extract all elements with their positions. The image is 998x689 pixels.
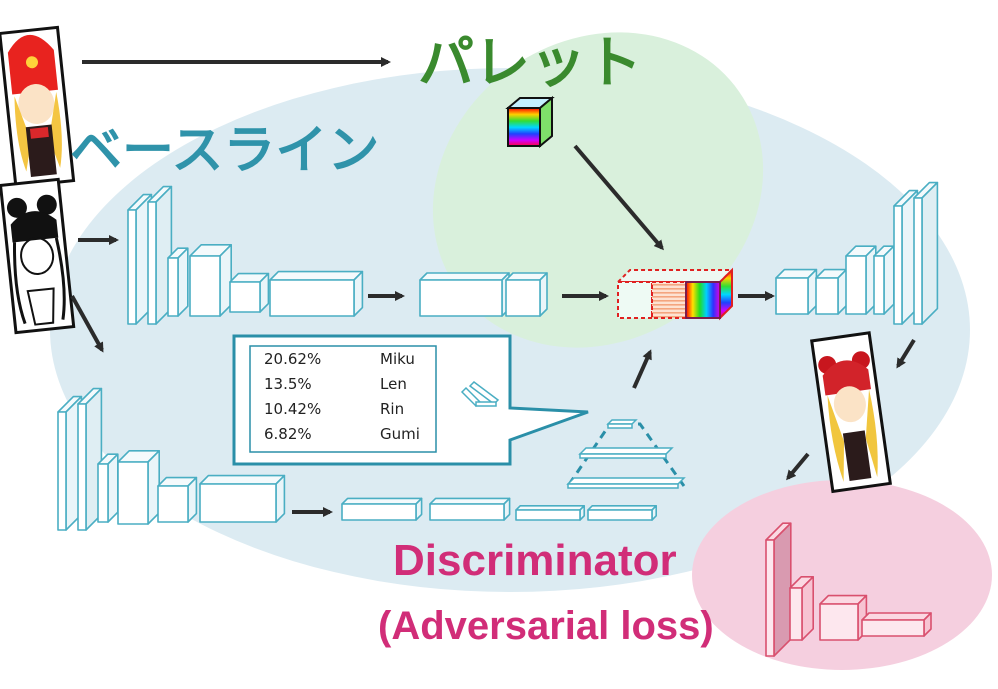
network-layer bbox=[775, 268, 818, 315]
colorized-output-image bbox=[810, 331, 892, 494]
classifier-layers bbox=[57, 387, 658, 531]
discriminator-layers bbox=[765, 522, 932, 657]
decoder-to-output-arrow bbox=[896, 338, 916, 369]
classification-callout bbox=[232, 334, 589, 466]
network-layer bbox=[419, 272, 510, 317]
encoder-layers bbox=[127, 185, 548, 325]
network-layer bbox=[861, 612, 932, 637]
output-to-discriminator-arrow bbox=[786, 452, 810, 481]
network-layer bbox=[819, 594, 868, 641]
adversarial-loss-label: (Adversarial loss) bbox=[378, 604, 714, 648]
discriminator-title: Discriminator bbox=[393, 536, 677, 585]
class-name: Miku bbox=[380, 350, 415, 368]
network-layer bbox=[341, 497, 423, 521]
network-layer bbox=[97, 453, 119, 523]
network-layer bbox=[229, 272, 270, 313]
network-layer bbox=[815, 268, 848, 315]
class-percent: 6.82% bbox=[264, 425, 312, 443]
network-layer bbox=[587, 504, 658, 521]
classifier-to-fusion-arrow bbox=[632, 349, 652, 389]
class-percent: 13.5% bbox=[264, 375, 312, 393]
baseline-title: ベースライン bbox=[70, 122, 380, 180]
network-layer bbox=[167, 247, 189, 317]
network-layer bbox=[873, 245, 895, 315]
network-layer bbox=[429, 497, 511, 521]
fusion-block bbox=[615, 267, 735, 321]
network-layer bbox=[789, 575, 815, 641]
palette-title: パレット bbox=[418, 31, 642, 94]
class-name: Rin bbox=[380, 400, 405, 418]
network-layer bbox=[189, 244, 232, 317]
network-layer bbox=[269, 270, 364, 317]
class-name: Len bbox=[380, 375, 407, 393]
network-layer bbox=[765, 522, 792, 657]
small-feature-icon bbox=[460, 381, 500, 408]
lineart-input-image bbox=[0, 177, 76, 335]
network-layer bbox=[505, 272, 548, 317]
discriminator-region bbox=[692, 480, 992, 670]
arrows bbox=[70, 57, 916, 517]
network-layer bbox=[199, 474, 286, 523]
network-layer bbox=[845, 245, 877, 315]
palette-color-cube bbox=[505, 95, 555, 149]
network-layer bbox=[515, 504, 586, 521]
lineart-to-classifier-arrow bbox=[70, 295, 104, 353]
class-name: Gumi bbox=[380, 425, 420, 443]
network-layer bbox=[117, 449, 160, 525]
color-reference-image bbox=[0, 25, 76, 189]
classifier-pyramid bbox=[565, 419, 687, 489]
class-percent: 20.62% bbox=[264, 350, 322, 368]
network-layer bbox=[913, 181, 939, 325]
decoder-layers bbox=[775, 181, 939, 325]
network-layer bbox=[157, 476, 198, 523]
palette-to-fusion-arrow bbox=[573, 144, 664, 251]
classification-table: 20.62% Miku 13.5% Len 10.42% Rin 6.82% G… bbox=[252, 346, 434, 450]
class-percent: 10.42% bbox=[264, 400, 322, 418]
